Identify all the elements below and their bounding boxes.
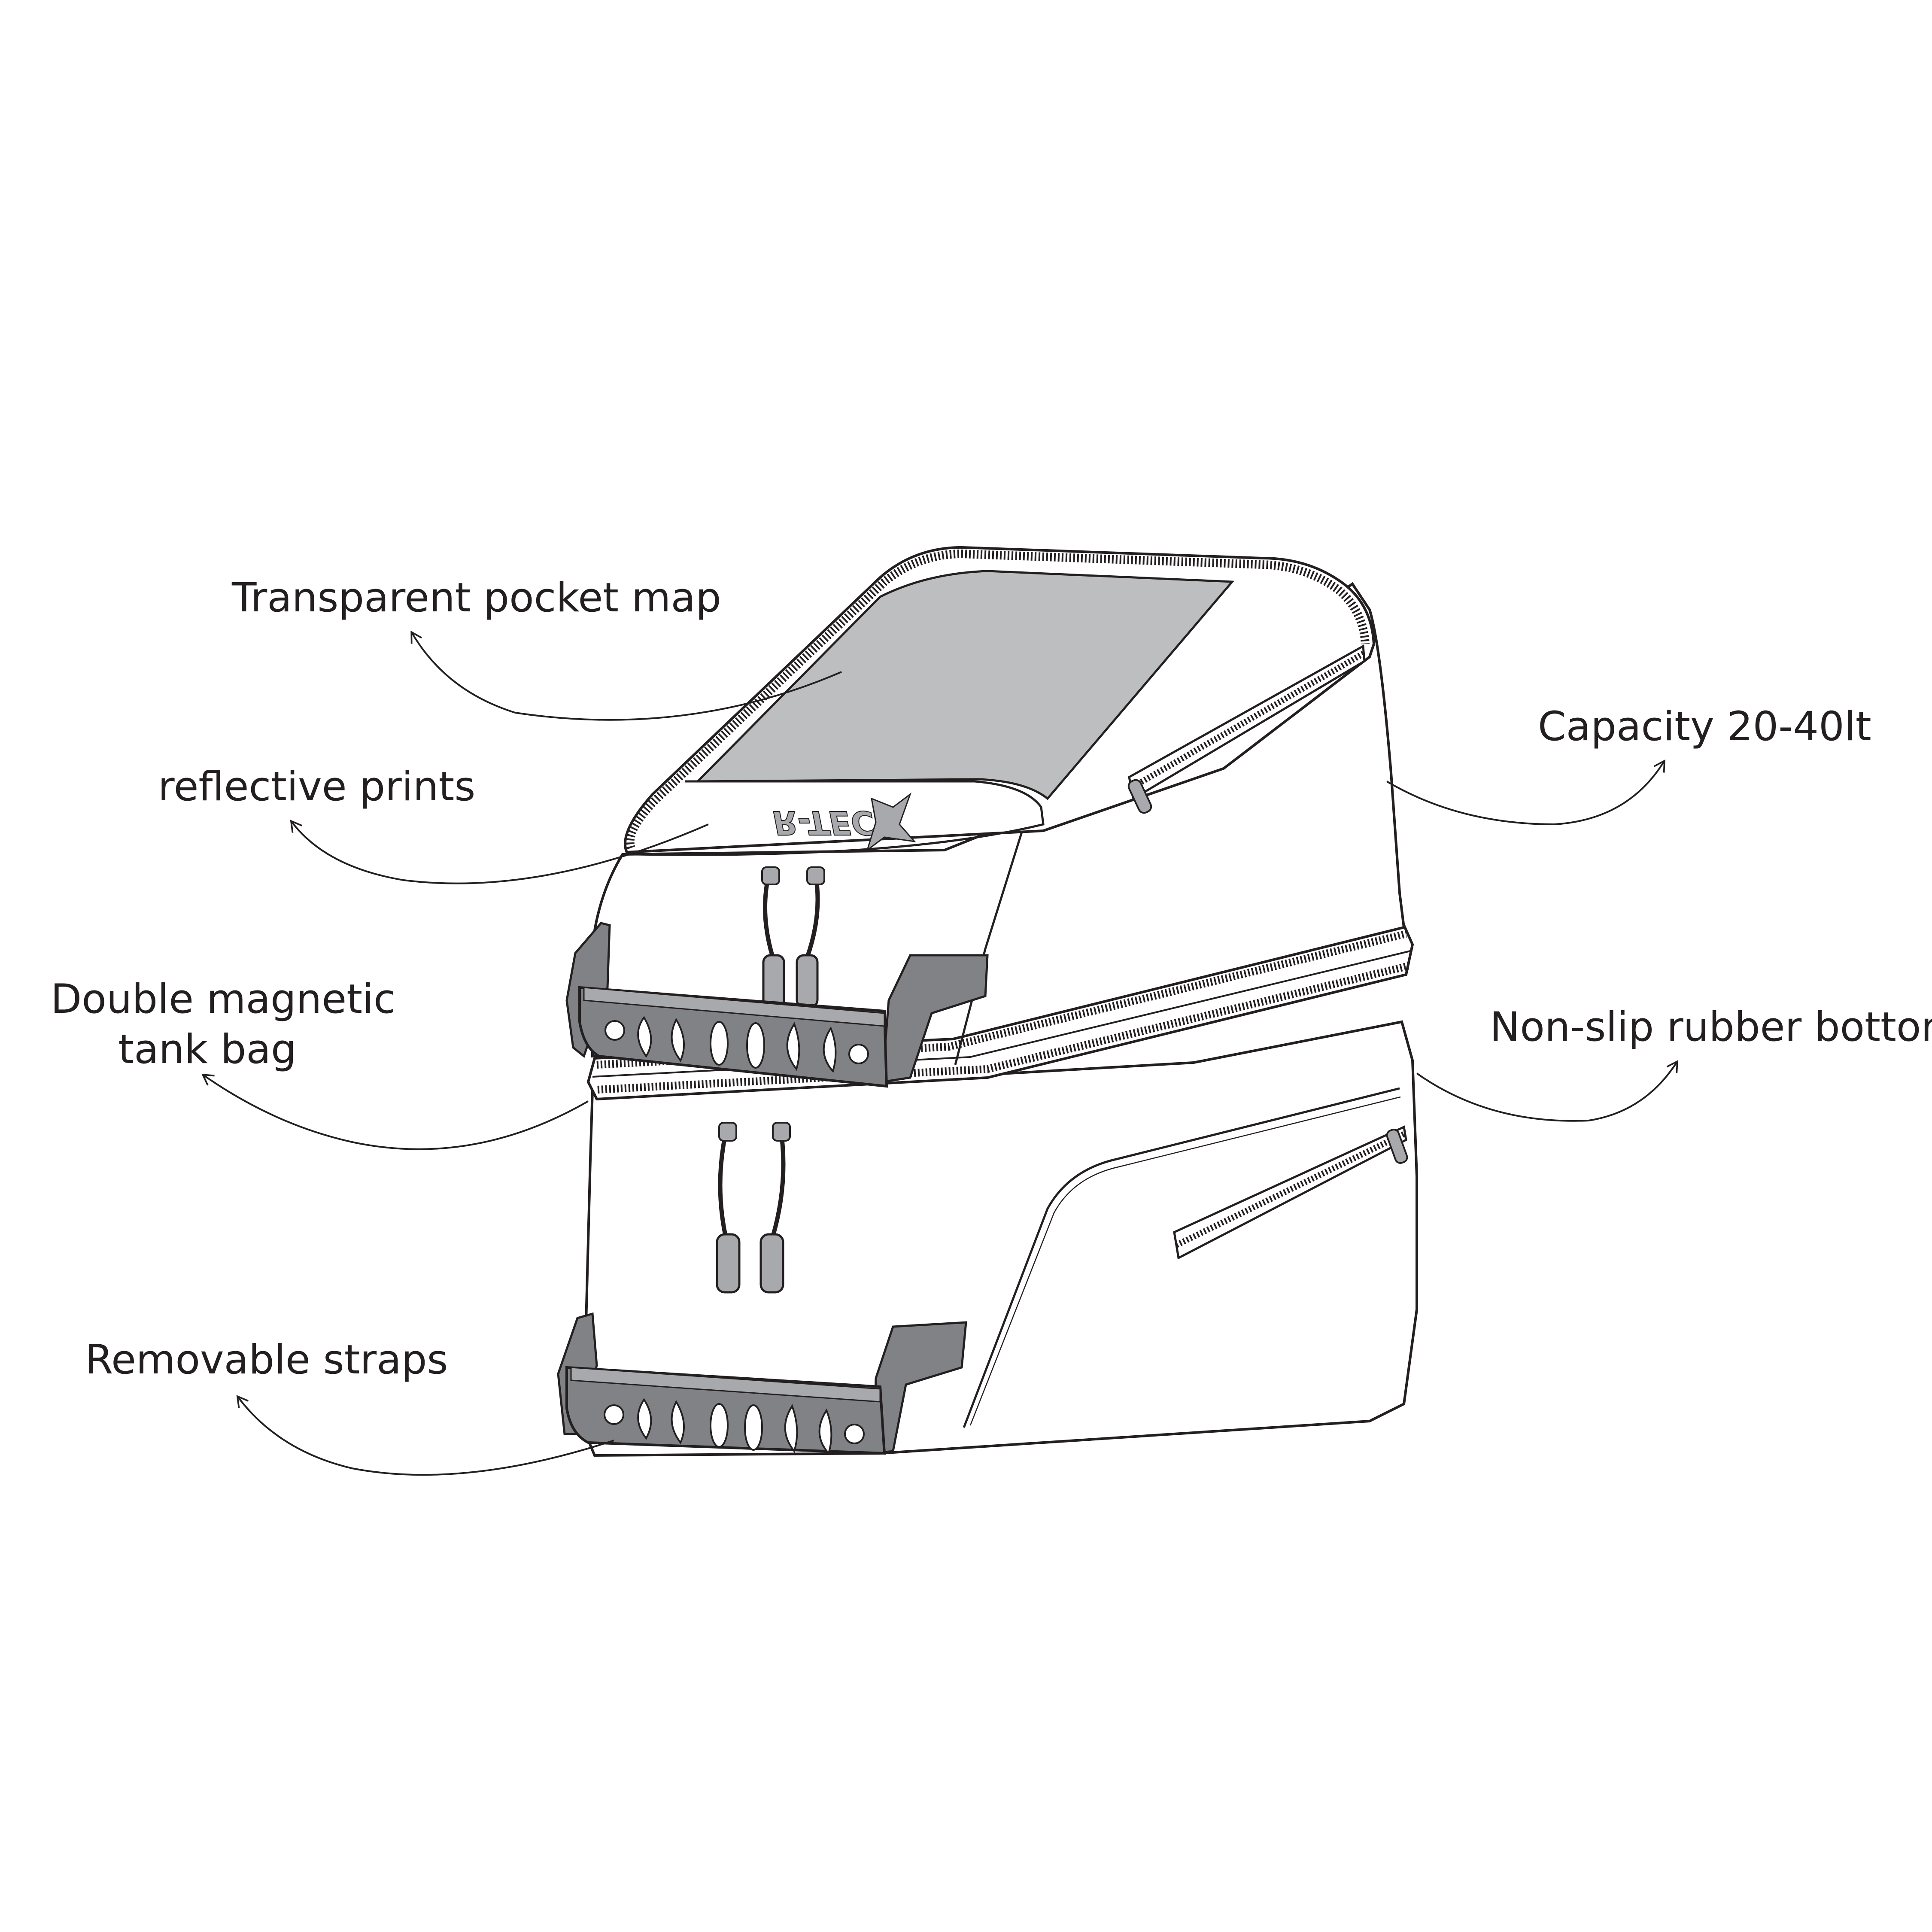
upper-strap xyxy=(565,922,989,1088)
lid-zipper xyxy=(626,549,1370,850)
callout-transparent-pocket-map: Transparent pocket map xyxy=(232,574,721,621)
lower-strap xyxy=(557,1312,967,1455)
upper-side-pocket-zipper xyxy=(1127,644,1366,814)
callout-removable-straps: Removable straps xyxy=(85,1337,448,1383)
leader-reflective-prints xyxy=(290,820,709,884)
callout-double-magnetic-tank-bag: Double magnetic tank bag xyxy=(51,975,396,1075)
callout-double-magnetic-line1: Double magnetic xyxy=(51,976,396,1023)
leader-removable-straps xyxy=(236,1395,614,1476)
callout-double-magnetic-line2: tank bag xyxy=(118,1026,297,1073)
upper-side-seam xyxy=(954,777,1040,1065)
callout-capacity: Capacity 20-40lt xyxy=(1538,703,1871,750)
transparent-map-window xyxy=(695,570,1235,800)
callout-reflective-prints: reflective prints xyxy=(158,763,476,810)
upper-zipper-pulls xyxy=(761,866,825,1008)
logo-emblem-icon xyxy=(866,792,916,852)
reflective-print-logo: R-TECH xyxy=(772,792,916,852)
lower-zipper-pulls xyxy=(716,1122,791,1294)
leader-transparent-pocket-map xyxy=(410,630,842,721)
callout-non-slip-rubber-bottom: Non-slip rubber bottom xyxy=(1490,1004,1932,1051)
leader-non-slip-rubber-bottom xyxy=(1416,1060,1678,1122)
lower-side-panel-seam xyxy=(963,1087,1400,1428)
leader-double-magnetic-tank-bag xyxy=(201,1073,589,1150)
lower-side-pocket-zipper xyxy=(1173,1125,1408,1260)
leader-capacity xyxy=(1386,759,1665,826)
